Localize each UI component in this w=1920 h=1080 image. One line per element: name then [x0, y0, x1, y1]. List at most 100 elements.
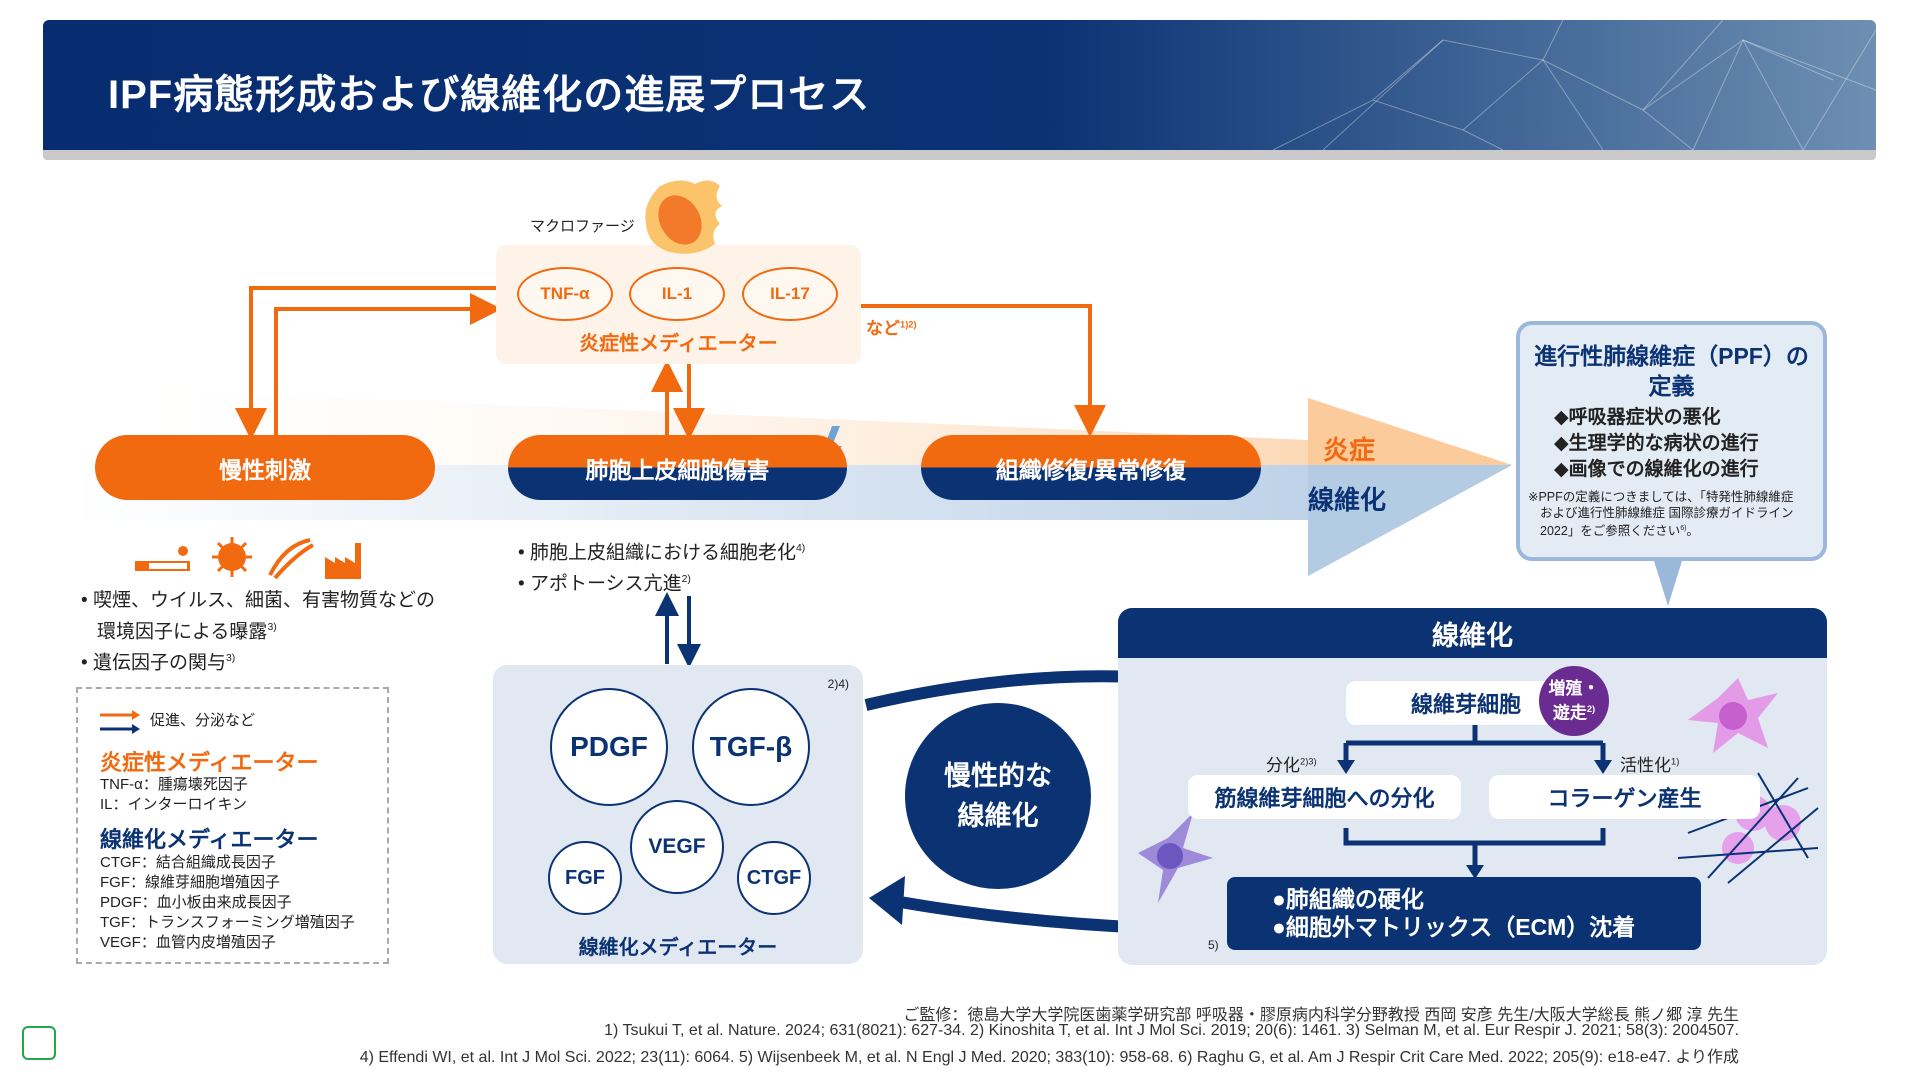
header-network-pattern: [1272, 20, 1876, 150]
footer-references-2: 4) Effendi WI, et al. Int J Mol Sci. 202…: [359, 1049, 1739, 1066]
epithelium-bullet: • アポトーシス亢進2): [518, 573, 691, 595]
ppf-criterion: ◆画像での線維化の進行: [1554, 459, 1759, 480]
header-shadow: [43, 150, 1876, 160]
stimuli-bullet: 環境因子による曝露3): [81, 614, 435, 645]
act-text: 活性化: [1620, 756, 1671, 775]
bullet-ref: 3): [267, 622, 277, 633]
mediator-etc: など1)2): [866, 314, 917, 339]
legend-item: TGF：トランスフォーミング増殖因子: [100, 914, 355, 931]
band-label-fibrosis: 線維化: [1308, 485, 1387, 515]
fibrotic-mediator-box: 2)4) PDGF TGF-β VEGF FGF CTGF 線維化メディエーター: [493, 665, 863, 964]
ppf-criteria: ◆呼吸器症状の悪化 ◆生理学的な病状の進行 ◆画像での線維化の進行: [1520, 405, 1823, 483]
factory-icon: [325, 543, 361, 579]
inflammation-arrow-head: [1308, 398, 1512, 465]
fibrosis-arrow-head: [1308, 465, 1512, 576]
legend-fibrotic-items: CTGF：結合組織成長因子 FGF：線維芽細胞増殖因子 PDGF：血小板由来成長…: [100, 853, 355, 953]
ppf-title-line1: 進行性肺線維症（PPF）の: [1534, 343, 1809, 369]
legend-item: VEGF：血管内皮増殖因子: [100, 934, 276, 951]
outcome-item: ●細胞外マトリックス（ECM）沈着: [1272, 914, 1636, 940]
stimulus-icons: [135, 537, 361, 580]
act-ref: 1): [1671, 756, 1680, 767]
fibrosis-panel-title: 線維化: [1118, 608, 1827, 658]
diff-ref: 2)3): [1300, 756, 1317, 767]
bullet-text: アポトーシス亢進: [529, 573, 682, 595]
etc-text: など: [866, 319, 900, 338]
virus-icon: [212, 537, 252, 577]
arrow-box-to-repair: [861, 304, 1106, 437]
ppf-pointer: [1654, 561, 1682, 606]
legend-fibrotic-title: 線維化メディエーター: [100, 827, 319, 852]
band-label-inflammation: 炎症: [1323, 435, 1376, 465]
mediator-fgf: FGF: [548, 841, 622, 915]
prolif-ref: 2): [1586, 703, 1596, 714]
epithelium-bullets: • 肺胞上皮組織における細胞老化4) • アポトーシス亢進2): [518, 535, 805, 598]
macrophage-icon: [645, 180, 722, 254]
stimuli-bullets: • 喫煙、ウイルス、細菌、有害物質などの 環境因子による曝露3) • 遺伝因子の…: [81, 587, 435, 677]
legend-inflammatory-title: 炎症性メディエーター: [100, 750, 319, 775]
mediator-pdgf: PDGF: [550, 688, 668, 806]
activation-label: 活性化1): [1620, 751, 1679, 776]
stimuli-bullet: • 遺伝因子の関与3): [81, 652, 236, 674]
diff-text: 分化: [1266, 756, 1300, 775]
chronic-line1: 慢性的な: [944, 761, 1052, 791]
ppf-title: 進行性肺線維症（PPF）の 定義: [1520, 341, 1823, 401]
mediator-tgf-beta: TGF-β: [692, 688, 810, 806]
epithelium-bullet: • 肺胞上皮組織における細胞老化4): [518, 542, 806, 564]
bullet-ref: 3): [225, 653, 236, 665]
footer-references-1: 1) Tsukui T, et al. Nature. 2024; 631(80…: [604, 1022, 1739, 1039]
inflammatory-box-title: 炎症性メディエーター: [579, 333, 778, 355]
bullet-text: 肺胞上皮組織における細胞老化: [529, 542, 796, 564]
etc-ref: 1)2): [900, 319, 917, 330]
note-text: 2022」をご参照ください: [1540, 524, 1681, 539]
note-end: 。: [1686, 524, 1699, 539]
legend-item: PDGF：血小板由来成長因子: [100, 894, 292, 911]
collagen-box: コラーゲン産生: [1489, 775, 1760, 819]
prolif-text: 遊走: [1552, 703, 1587, 723]
outcome-item: ●肺組織の硬化: [1272, 886, 1424, 912]
legend-item: FGF：線維芽細胞増殖因子: [100, 874, 280, 891]
fibrotic-box-ref: 2)4): [827, 677, 849, 691]
bullet-ref: 2): [681, 574, 691, 586]
prolif-line2: 遊走2): [1553, 699, 1595, 724]
bullet-text: 遺伝因子の関与: [92, 652, 226, 674]
footer-supervision: ご監修：徳島大学大学院医歯薬学研究部 呼吸器・膠原病内科学分野教授 西岡 安彦 …: [903, 1007, 1739, 1024]
outcome-box: ●肺組織の硬化 ●細胞外マトリックス（ECM）沈着: [1227, 877, 1701, 950]
legend-item: TNF-α：腫瘍壊死因子: [100, 776, 248, 793]
ppf-note-line: ※PPFの定義につきましては、「特発性肺線維症: [1528, 490, 1794, 504]
myofibroblast-icon: [1138, 813, 1213, 903]
legend-box: 促進、分泌など 炎症性メディエーター TNF-α：腫瘍壊死因子 IL：インターロ…: [76, 687, 389, 964]
legend-inflammatory-items: TNF-α：腫瘍壊死因子 IL：インターロイキン: [100, 775, 248, 815]
ppf-criterion: ◆生理学的な病状の進行: [1554, 433, 1759, 454]
header-bar: [43, 20, 1876, 150]
cigarette-icon: [135, 546, 190, 571]
activated-fibroblast-icon: [1688, 678, 1778, 753]
mediator-il1: IL-1: [629, 267, 725, 321]
ppf-note-line: 2022」をご参照ください6)。: [1528, 521, 1823, 539]
differentiation-label: 分化2)3): [1266, 751, 1317, 776]
outcome-ref: 5): [1208, 938, 1219, 952]
bullet-ref: 4): [795, 543, 806, 554]
mediator-tnf: TNF-α: [517, 267, 613, 321]
stage-epithelial-injury: 肺胞上皮細胞傷害: [508, 435, 847, 500]
bullet-text: 環境因子による曝露: [97, 621, 268, 643]
legend-item: CTGF：結合組織成長因子: [100, 854, 276, 871]
ppf-title-line2: 定義: [1648, 373, 1695, 399]
chronic-line2: 線維化: [957, 801, 1039, 831]
macrophage-label: マクロファージ: [530, 218, 635, 235]
mediator-il17: IL-17: [742, 267, 838, 321]
fibrosis-panel: 線維化 線維芽細胞 増殖・ 遊走2) 分化2)3) 活性化1) 筋線維芽細胞への…: [1118, 608, 1827, 965]
chronic-fibrosis-circle: 慢性的な 線維化: [905, 703, 1091, 889]
mediator-vegf: VEGF: [630, 800, 724, 894]
arrow-stimulus-to-box: [274, 293, 502, 435]
bullet-text: 喫煙、ウイルス、細菌、有害物質などの: [92, 590, 435, 611]
page-title: IPF病態形成および線維化の進展プロセス: [108, 73, 871, 117]
legend-arrows-icon: [100, 710, 140, 734]
inflammatory-mediator-box: TNF-α IL-1 IL-17 炎症性メディエーター: [496, 245, 861, 364]
fibrotic-box-title: 線維化メディエーター: [578, 937, 778, 959]
prolif-line1: 増殖・: [1548, 678, 1600, 698]
note-ref: 6): [1680, 525, 1687, 532]
dna-icon: [268, 538, 314, 580]
legend-arrow-label: 促進、分泌など: [150, 712, 256, 729]
mediator-ctgf: CTGF: [737, 841, 811, 915]
arrow-box-to-stimulus: [235, 286, 496, 440]
